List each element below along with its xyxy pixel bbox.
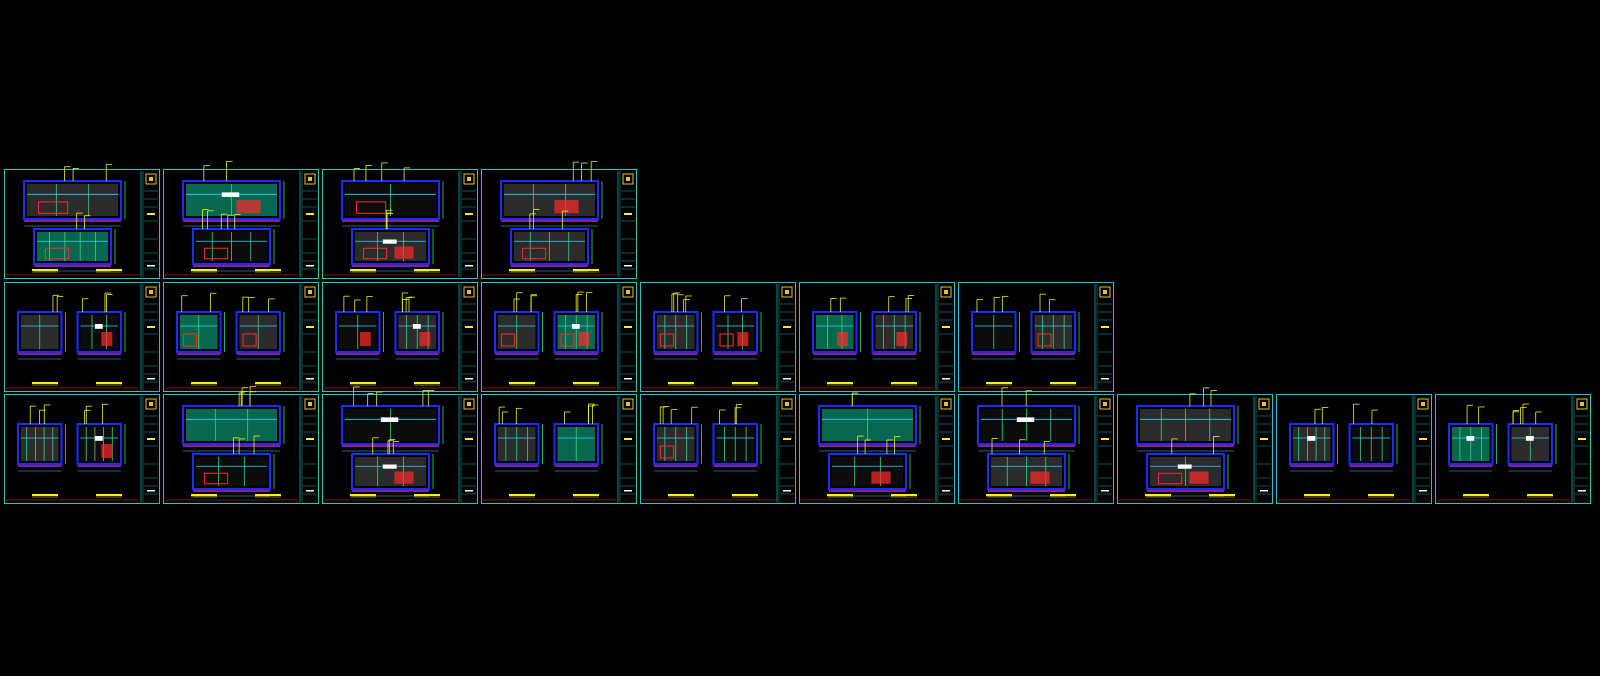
drawing-sheet[interactable]: [481, 161, 637, 279]
drawing-sheet[interactable]: [163, 160, 319, 279]
drawing-sheet[interactable]: [4, 394, 160, 504]
drawing-sheet[interactable]: [322, 282, 478, 392]
drawing-sheet[interactable]: [1435, 394, 1591, 504]
drawing-sheet[interactable]: [4, 282, 160, 392]
drawing-sheet[interactable]: [4, 163, 160, 279]
drawing-sheet[interactable]: [640, 282, 796, 392]
drawing-sheet[interactable]: [640, 394, 796, 504]
drawing-sheet[interactable]: [799, 282, 955, 392]
drawing-sheet[interactable]: [1276, 394, 1432, 504]
drawing-sheet[interactable]: [322, 162, 478, 279]
drawing-sheet[interactable]: [958, 282, 1114, 392]
drawing-sheet[interactable]: [322, 386, 478, 504]
drawing-sheet[interactable]: [163, 282, 319, 392]
drawing-sheet[interactable]: [799, 392, 955, 504]
drawing-sheet[interactable]: [481, 394, 637, 504]
drawing-sheet[interactable]: [481, 282, 637, 392]
drawing-sheet[interactable]: [163, 385, 319, 504]
drawing-sheet[interactable]: [958, 387, 1114, 504]
drawing-sheet[interactable]: [1117, 387, 1273, 504]
